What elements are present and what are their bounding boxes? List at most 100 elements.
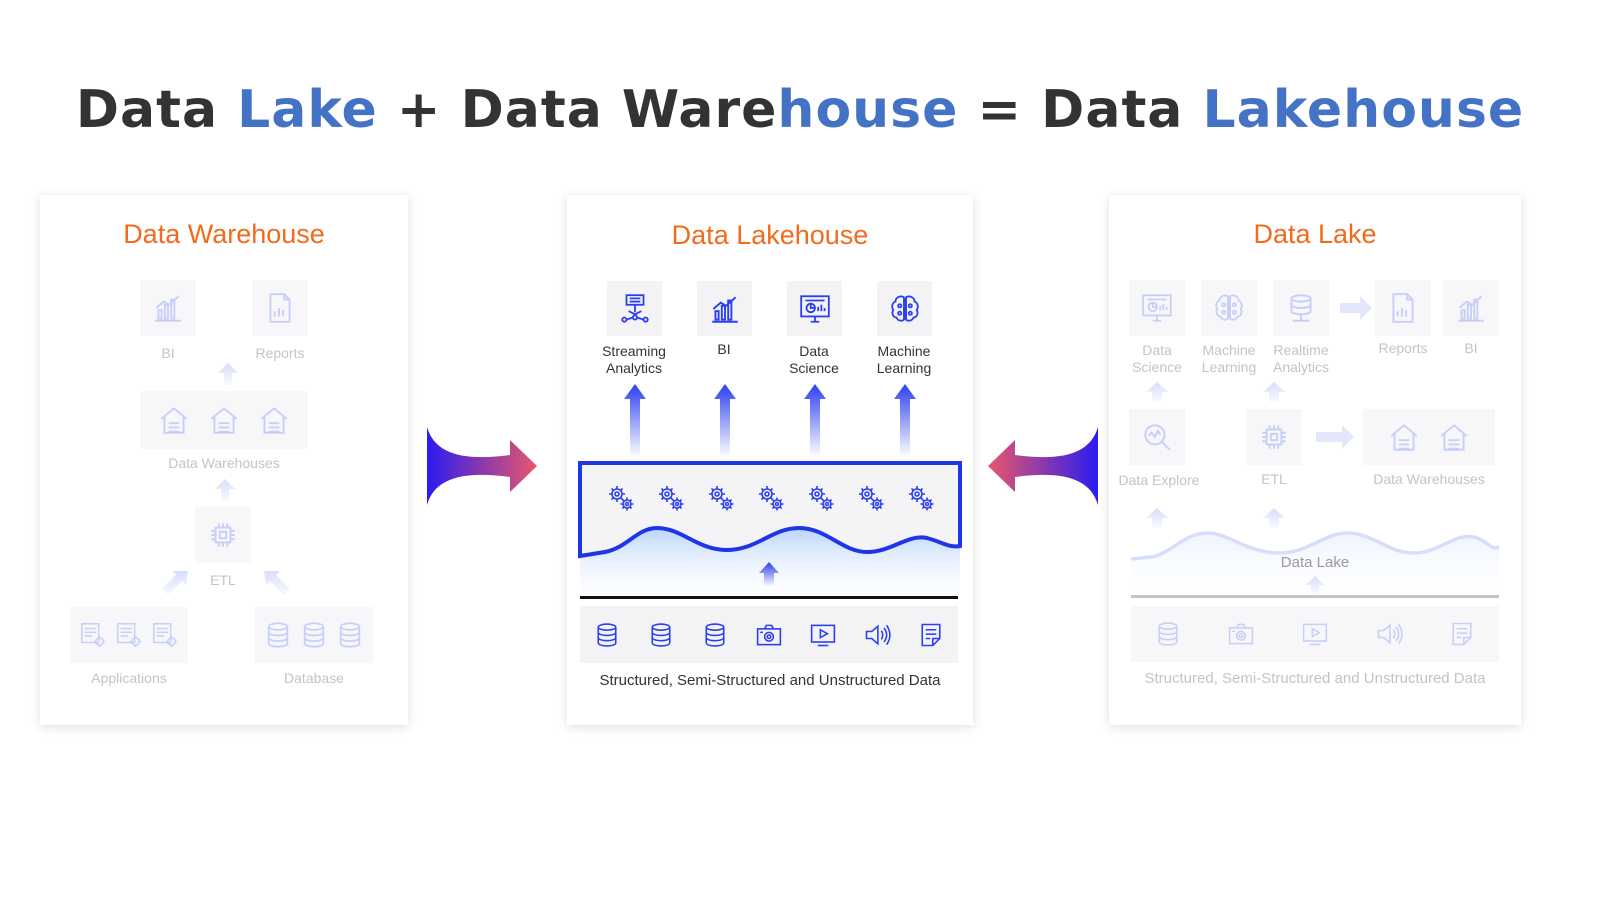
title-part: Data (75, 80, 238, 140)
up-arrow-icon (1146, 508, 1168, 528)
gears-icon (755, 482, 787, 514)
audio-icon (1375, 617, 1403, 651)
gears-icon (705, 482, 737, 514)
lake-reports-label: Reports (1378, 340, 1428, 356)
warehouse-etl-label: ETL (210, 572, 236, 588)
report-icon (263, 291, 297, 325)
video-icon (809, 618, 837, 652)
app-gear-icon (114, 618, 144, 652)
lakehouse-bi-label: BI (717, 341, 731, 357)
chart-icon (1454, 291, 1488, 325)
lake-etl-tile (1246, 409, 1302, 465)
house-icon (207, 403, 241, 437)
warehouse-panel: Data Warehouse BI Reports Data Warehouse… (40, 195, 408, 725)
lake-title: Data Lake (1253, 219, 1377, 249)
database-icon (1154, 617, 1182, 651)
house-icon (257, 403, 291, 437)
database-icon (647, 618, 675, 652)
warehouse-bi-label: BI (161, 345, 175, 361)
lake-reports-tile (1375, 280, 1431, 336)
warehouse-etl-tile (195, 507, 251, 563)
brain-icon (888, 292, 922, 326)
up-arrow-icon (215, 479, 235, 501)
house-icon (1437, 420, 1471, 454)
lakehouse-bi-tile (697, 281, 752, 336)
lake-storage-divider (1131, 595, 1499, 598)
lakehouse-ml-tile (877, 281, 932, 336)
chip-icon (1257, 420, 1291, 454)
title-highlight-house: house (777, 80, 959, 140)
lake-sources-tile (1131, 606, 1499, 662)
up-arrow-icon (624, 384, 646, 457)
lakehouse-sources-label: Structured, Semi-Structured and Unstruct… (599, 672, 941, 689)
lake-panel: Data Lake Data Science Machine Learning … (1109, 195, 1521, 725)
up-arrow-icon (759, 562, 779, 586)
explore-icon (1140, 420, 1174, 454)
lake-warehouses-label: Data Warehouses (1373, 471, 1485, 487)
database-icon (701, 618, 729, 652)
lake-bi-label: BI (1464, 340, 1478, 356)
video-icon (1301, 617, 1329, 651)
database-icon (299, 618, 329, 652)
database-tile (255, 607, 373, 663)
document-icon (917, 618, 945, 652)
database-icon (593, 618, 621, 652)
warehouse-reports-tile (252, 280, 308, 336)
up-arrow-icon (1306, 576, 1324, 594)
merge-arrow-right-icon (427, 427, 537, 505)
title-highlight-lake: Lake (237, 80, 378, 140)
lake-wave-label: Data Lake (1280, 554, 1350, 571)
lakehouse-ml-label: Machine Learning (876, 343, 932, 376)
lake-explore-tile (1129, 409, 1185, 465)
lakehouse-ds-label: Data Science (789, 343, 839, 376)
title-part: = Data (958, 80, 1203, 140)
streaming-label: Streaming Analytics (602, 343, 666, 376)
storage-divider (580, 596, 958, 599)
right-arrow-icon (1316, 425, 1354, 449)
right-arrow-icon (1340, 296, 1372, 320)
gears-icon (855, 482, 887, 514)
streaming-tile (607, 281, 662, 336)
lakehouse-title: Data Lakehouse (671, 220, 869, 250)
gears-icon (605, 482, 637, 514)
database-icon (335, 618, 365, 652)
monitor-chart-icon (1140, 291, 1174, 325)
lake-realtime-tile (1273, 280, 1329, 336)
lake-explore-label: Data Explore (1118, 472, 1200, 488)
lake-ds-label: Data Science (1132, 342, 1182, 375)
lake-sources-label: Structured, Semi-Structured and Unstruct… (1144, 670, 1486, 687)
title-highlight-lakehouse: Lakehouse (1202, 80, 1525, 140)
up-arrow-icon (804, 384, 826, 457)
warehouse-houses-tile (140, 391, 308, 449)
lake-warehouses-tile (1363, 409, 1495, 465)
gears-icon (805, 482, 837, 514)
warehouse-title: Data Warehouse (123, 219, 325, 249)
lakehouse-ds-tile (787, 281, 842, 336)
applications-label: Applications (91, 670, 167, 686)
lake-wave (1130, 531, 1500, 605)
up-arrow-icon (714, 384, 736, 457)
up-arrow-icon (218, 363, 238, 385)
up-arrow-icon (1263, 508, 1285, 528)
warehouse-bi-tile (140, 280, 196, 336)
app-gear-icon (78, 618, 108, 652)
app-gear-icon (150, 618, 180, 652)
lakehouse-panel: Data Lakehouse Streaming Analytics BI Da… (567, 195, 973, 725)
data-sources-tile (580, 606, 958, 663)
chart-icon (151, 291, 185, 325)
chip-icon (206, 518, 240, 552)
camera-icon (1227, 617, 1255, 651)
applications-tile (70, 607, 188, 663)
database-icon (263, 618, 293, 652)
house-icon (157, 403, 191, 437)
document-icon (1448, 617, 1476, 651)
database-label: Database (284, 670, 344, 686)
page-title: Data Lake + Data Warehouse = Data Lakeho… (0, 80, 1600, 140)
gears-icon (905, 482, 937, 514)
server-icon (1284, 291, 1318, 325)
warehouse-warehouses-label: Data Warehouses (168, 455, 280, 471)
gears-icon (655, 482, 687, 514)
up-arrow-icon (1146, 382, 1168, 402)
up-arrow-icon (1263, 382, 1285, 402)
title-part: + Data Ware (377, 80, 778, 140)
